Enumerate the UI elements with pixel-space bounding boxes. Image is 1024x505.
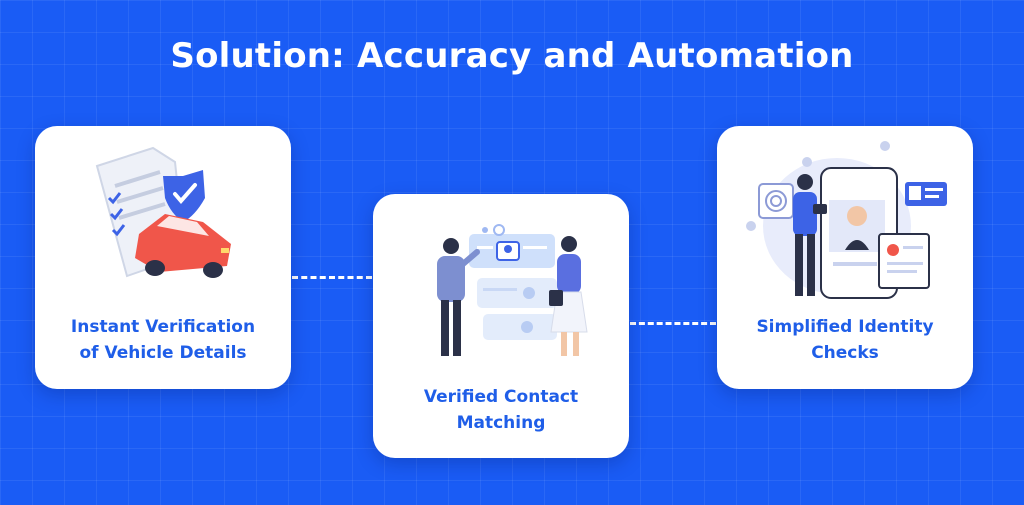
contact-card-panels <box>469 224 557 340</box>
contact-matching-illustration <box>437 224 588 356</box>
step-card-identity-checks: Simplified Identity Checks <box>717 126 973 389</box>
step-card-vehicle-verification: Instant Verification of Vehicle Details <box>35 126 291 389</box>
id-card-icon <box>905 182 947 206</box>
step-label: Simplified Identity Checks <box>756 317 934 363</box>
step-label: Instant Verification of Vehicle Details <box>70 317 256 363</box>
man-figure-icon <box>437 238 480 356</box>
shield-check-icon <box>163 170 205 222</box>
vehicle-document-shield-illustration <box>95 146 231 278</box>
woman-figure-icon <box>549 236 588 356</box>
avatar-icon <box>746 221 756 231</box>
step-card-contact-matching: Verified Contact Matching <box>373 194 629 458</box>
page-title: Solution: Accuracy and Automation <box>170 36 854 76</box>
identity-check-illustration <box>746 141 947 299</box>
step-label: Verified Contact Matching <box>423 387 579 433</box>
dashed-connector <box>292 276 372 279</box>
profile-panel-icon <box>878 233 930 289</box>
avatar-icon <box>880 141 890 151</box>
avatar-icon <box>802 157 812 167</box>
car-icon <box>135 214 231 278</box>
man-with-tablet-icon <box>793 174 827 296</box>
fingerprint-icon <box>758 183 794 219</box>
dashed-connector <box>630 322 716 325</box>
